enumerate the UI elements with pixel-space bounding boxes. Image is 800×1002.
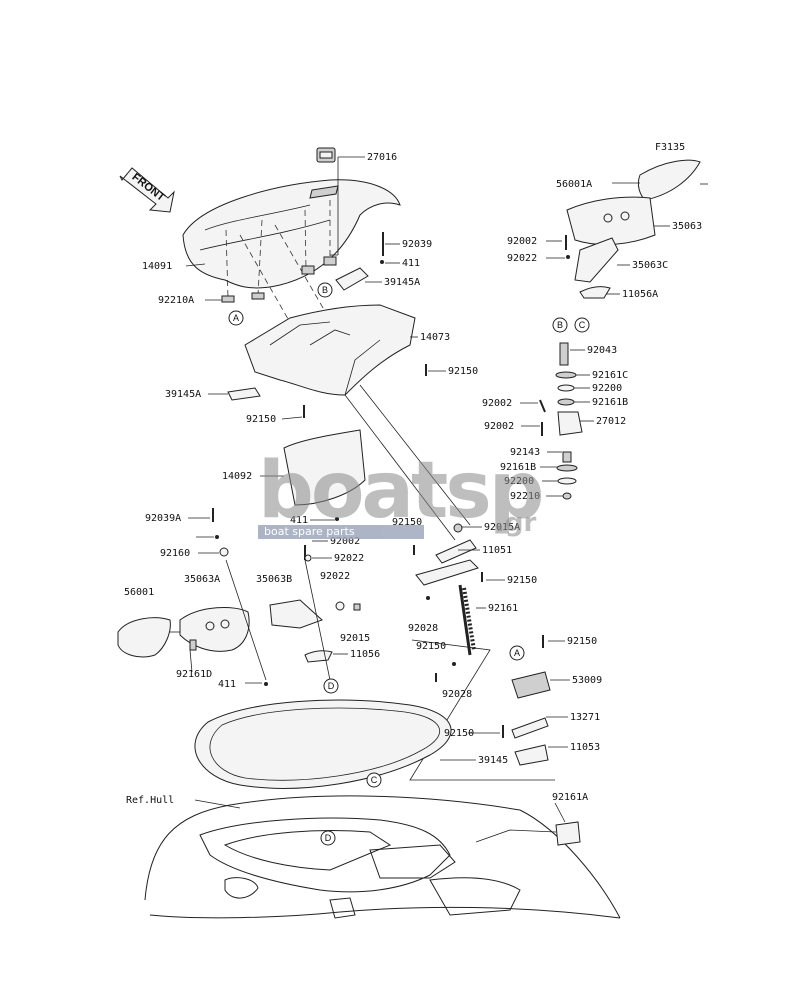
part-label: 56001A — [556, 179, 592, 190]
part-label: 27016 — [367, 152, 397, 163]
part-label: 92150 — [392, 517, 422, 528]
part-label: 92015 — [340, 633, 370, 644]
part-label: 92160 — [160, 548, 190, 559]
part-label: 411 — [218, 679, 236, 690]
part-label: 35063B — [256, 574, 292, 585]
part-label: 14091 — [142, 261, 172, 272]
hinge-assembly-part — [511, 671, 551, 766]
callout-marker: A — [228, 310, 244, 326]
seat-part — [182, 179, 401, 289]
part-label: 92039A — [145, 513, 181, 524]
part-label: 92200 — [592, 383, 622, 394]
part-label: 92150 — [448, 366, 478, 377]
callout-marker: B — [552, 317, 568, 333]
svg-text:D: D — [328, 681, 335, 691]
front-arrow-icon: FRONT — [119, 167, 175, 213]
part-label: 35063A — [184, 574, 220, 585]
part-label: 56001 — [124, 587, 154, 598]
part-label: 92161B — [592, 397, 628, 408]
part-label: 92150 — [444, 728, 474, 739]
callout-marker: D — [320, 830, 336, 846]
reference-label: Ref.Hull — [126, 795, 174, 806]
cover-part — [283, 429, 366, 506]
svg-text:B: B — [322, 285, 328, 295]
part-label: 11053 — [570, 742, 600, 753]
svg-text:A: A — [514, 648, 520, 658]
part-label: 11056A — [622, 289, 658, 300]
hull-outline — [144, 795, 621, 919]
part-label: 92150 — [416, 641, 446, 652]
part-label: 92143 — [510, 447, 540, 458]
figure-code: F3135 — [655, 142, 685, 153]
part-label: 92043 — [587, 345, 617, 356]
part-label: 92150 — [507, 575, 537, 586]
part-label: 14092 — [222, 471, 252, 482]
part-label: 92022 — [320, 571, 350, 582]
callout-markers: A B C D B C A C D D — [228, 282, 590, 846]
part-label: 92210 — [510, 491, 540, 502]
svg-text:D: D — [325, 833, 332, 843]
callout-marker: C — [574, 317, 590, 333]
part-labels: 27016 56001A 35063 92002 92022 35063C 11… — [124, 152, 702, 803]
watermark-brand: boatsp — [258, 446, 545, 536]
part-label: 92161A — [552, 792, 588, 803]
part-label: 92200 — [504, 476, 534, 487]
part-label: 35063 — [672, 221, 702, 232]
part-label: 92022 — [334, 553, 364, 564]
part-label: 411 — [290, 515, 308, 526]
part-label: 39145A — [384, 277, 420, 288]
part-label: 92028 — [442, 689, 472, 700]
part-label: 411 — [402, 258, 420, 269]
part-label: 92015A — [484, 522, 520, 533]
svg-text:A: A — [233, 313, 239, 323]
latch-assembly-part — [413, 523, 483, 682]
watermark-tagline: boat spare parts — [258, 525, 424, 539]
part-label: 92150 — [246, 414, 276, 425]
leader-lines — [170, 156, 708, 823]
part-label: 53009 — [572, 675, 602, 686]
part-label: 92028 — [408, 623, 438, 634]
part-label: 92002 — [330, 536, 360, 547]
storage-lid-assembly-part — [566, 159, 701, 299]
callout-marker: D — [323, 678, 339, 694]
part-label: 92161D — [176, 669, 212, 680]
part-label: 35063C — [632, 260, 668, 271]
part-label: 92150 — [567, 636, 597, 647]
part-label: 92161C — [592, 370, 628, 381]
svg-text:C: C — [579, 320, 586, 330]
part-label: 92002 — [482, 398, 512, 409]
part-label: 11056 — [350, 649, 380, 660]
part-label: 92210A — [158, 295, 194, 306]
watermark-domain: .gr — [495, 508, 537, 538]
part-label: 11051 — [482, 545, 512, 556]
part-label: 92161 — [488, 603, 518, 614]
glove-box-lid-part — [117, 599, 333, 663]
seat-base-part — [244, 304, 416, 396]
latch-stack-part — [555, 342, 583, 500]
callout-marker: C — [366, 772, 382, 788]
callout-marker: B — [317, 282, 333, 298]
part-label: 92002 — [507, 236, 537, 247]
part-label: 92161B — [500, 462, 536, 473]
part-label: 92022 — [507, 253, 537, 264]
part-label: 13271 — [570, 712, 600, 723]
callout-marker: A — [509, 645, 525, 661]
part-label: 27012 — [596, 416, 626, 427]
part-label: 14073 — [420, 332, 450, 343]
seal-part — [194, 699, 452, 789]
part-label: 92002 — [484, 421, 514, 432]
part-label: 39145A — [165, 389, 201, 400]
svg-text:C: C — [371, 775, 378, 785]
seat-lock-part — [316, 147, 336, 163]
svg-text:B: B — [557, 320, 563, 330]
part-label: 92039 — [402, 239, 432, 250]
part-label: 39145 — [478, 755, 508, 766]
